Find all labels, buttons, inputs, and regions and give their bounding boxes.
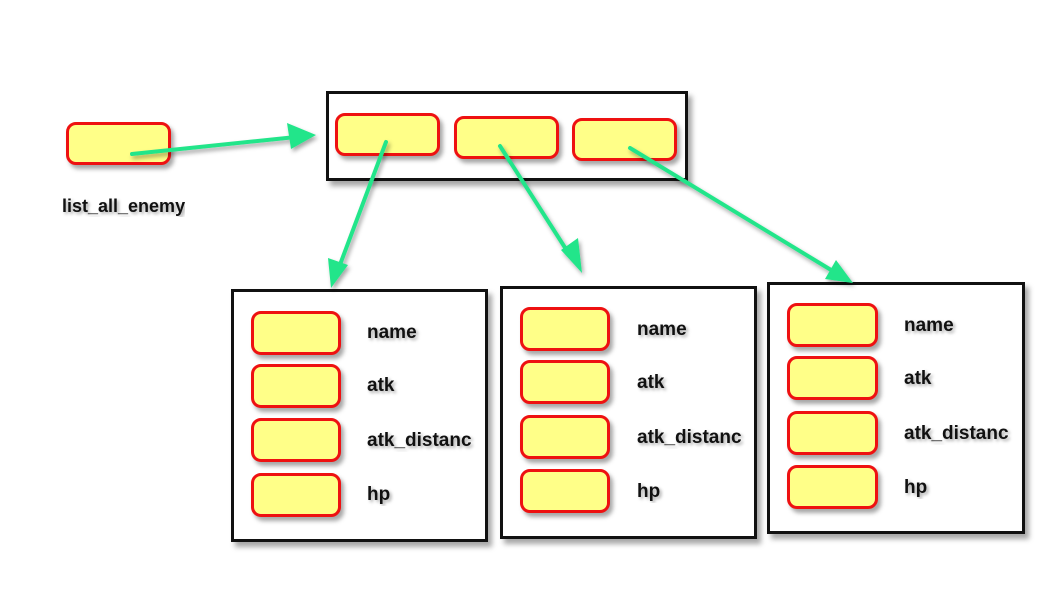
field-label: hp (637, 481, 661, 502)
enemy-object (231, 289, 488, 542)
field-label: atk_distanc (637, 427, 742, 448)
field-slot (520, 360, 610, 404)
list-slot (335, 113, 440, 156)
field-label: atk (367, 375, 395, 396)
field-label: atk_distanc (904, 423, 1009, 444)
field-label: hp (904, 477, 928, 498)
list-slot (572, 118, 677, 161)
variable-box (66, 122, 171, 165)
field-slot (251, 364, 341, 408)
field-slot (251, 473, 341, 517)
field-label: name (904, 315, 954, 336)
field-label: atk (904, 368, 932, 389)
field-slot (787, 465, 878, 509)
list-slot (454, 116, 559, 159)
field-slot (787, 356, 878, 400)
field-slot (787, 303, 878, 347)
field-label: name (637, 319, 687, 340)
field-slot (520, 415, 610, 459)
field-slot (251, 311, 341, 355)
field-slot (251, 418, 341, 462)
field-slot (787, 411, 878, 455)
variable-label: list_all_enemy (62, 196, 186, 216)
field-label: hp (367, 484, 391, 505)
field-label: name (367, 322, 417, 343)
field-label: atk (637, 372, 665, 393)
field-slot (520, 307, 610, 351)
enemy-object (767, 282, 1025, 534)
enemy-object (500, 286, 757, 539)
field-label: atk_distanc (367, 430, 472, 451)
field-slot (520, 469, 610, 513)
